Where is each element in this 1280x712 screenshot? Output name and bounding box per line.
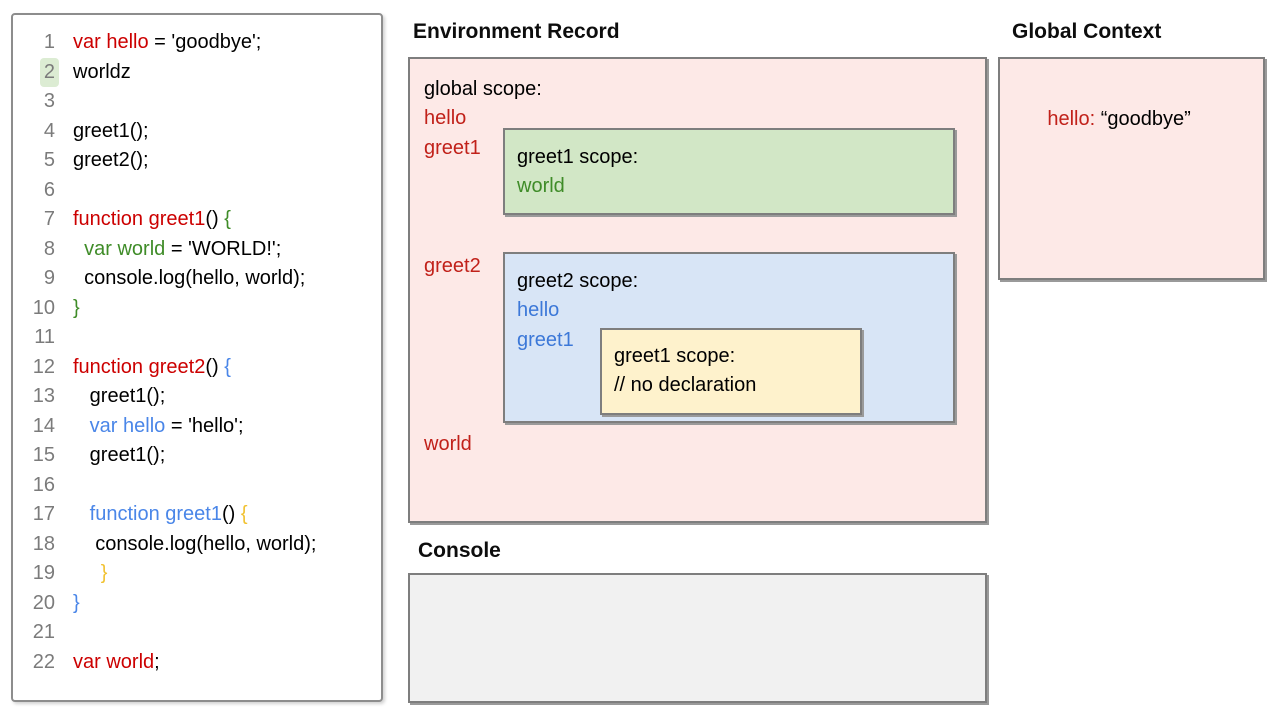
- global-binding-hello: hello: [424, 107, 467, 129]
- code-line: 2 worldz: [17, 57, 375, 87]
- inner-greet1-scope-box: greet1 scope: // no declaration: [600, 328, 862, 415]
- line-number: 8: [43, 237, 55, 260]
- code-line: 5 greet2();: [17, 146, 375, 176]
- code-line: 13 greet1();: [17, 382, 375, 412]
- line-number: 18: [32, 532, 55, 555]
- code-text: }: [100, 562, 108, 584]
- global-binding-world: world: [424, 433, 472, 455]
- code-editor-panel: 1 var hello = 'goodbye'; 2 worldz 3 4 greet1()…: [11, 13, 383, 702]
- code-line: 6: [17, 176, 375, 206]
- code-text: }: [73, 591, 80, 614]
- global-context-entry-value: “goodbye”: [1100, 107, 1191, 130]
- code-text: var world;: [73, 650, 160, 673]
- greet1-binding-world: world: [517, 175, 565, 197]
- code-line: 12 function greet2() {: [17, 353, 375, 383]
- code-line: 22 var world;: [17, 648, 375, 678]
- code-text: var hello = 'goodbye';: [73, 31, 262, 53]
- code-line: 10}: [17, 294, 375, 324]
- code-text: function greet1() {: [89, 503, 248, 525]
- line-number: 3: [43, 90, 55, 112]
- line-number: 15: [32, 444, 55, 466]
- global-scope-label: global scope:: [424, 78, 542, 100]
- code-text: }: [73, 296, 80, 319]
- code-lines: 1 var hello = 'goodbye'; 2 worldz 3 4 greet1()…: [17, 28, 375, 677]
- line-number: 21: [32, 621, 55, 643]
- line-number: 19: [32, 562, 55, 584]
- line-number: 14: [32, 414, 55, 437]
- code-text: greet1();: [73, 119, 149, 142]
- line-number-highlighted: 2: [17, 57, 59, 87]
- code-text: function greet2() {: [73, 355, 231, 378]
- code-line: 7 function greet1() {: [17, 205, 375, 235]
- console-output-box: [408, 573, 987, 703]
- line-number: 10: [32, 296, 55, 319]
- line-number: 20: [32, 591, 55, 614]
- code-line: 14 var hello = 'hello';: [17, 412, 375, 442]
- line-number: 13: [32, 385, 55, 407]
- global-context-entry-key: hello:: [1047, 107, 1096, 130]
- code-text: greet2();: [73, 149, 149, 171]
- line-number: 12: [32, 355, 55, 378]
- code-text: greet1();: [73, 444, 166, 466]
- code-text: console.log(hello, world);: [73, 532, 317, 555]
- global-binding-greet2: greet2: [424, 255, 481, 277]
- code-line: 3: [17, 87, 375, 117]
- line-number: 5: [43, 149, 55, 171]
- code-text: greet1();: [73, 385, 166, 407]
- line-number: 1: [43, 31, 55, 53]
- inner-greet1-scope-comment: // no declaration: [614, 374, 757, 396]
- environment-record-title: Environment Record: [413, 20, 620, 43]
- greet2-scope-box: greet2 scope: hello greet1 greet1 scope:…: [503, 252, 955, 423]
- global-context-title: Global Context: [1012, 20, 1162, 43]
- code-text: var hello = 'hello';: [89, 414, 244, 437]
- line-number: 9: [43, 267, 55, 289]
- greet2-binding-hello: hello: [517, 299, 560, 321]
- code-line: 9 console.log(hello, world);: [17, 264, 375, 294]
- console-title: Console: [418, 539, 501, 562]
- inner-greet1-scope-label: greet1 scope:: [614, 345, 736, 367]
- greet1-scope-box: greet1 scope: world: [503, 128, 955, 215]
- code-line: 17 function greet1() {: [17, 500, 375, 530]
- code-line: 20}: [17, 589, 375, 619]
- code-text: function greet1() {: [73, 208, 231, 230]
- global-binding-greet1: greet1: [424, 137, 481, 159]
- greet2-binding-greet1: greet1: [517, 329, 574, 351]
- global-context-entry: hello: “goodbye”: [1014, 75, 1191, 164]
- code-line: 11: [17, 323, 375, 353]
- environment-record-box: global scope: hello greet1 greet2 world …: [408, 57, 987, 523]
- greet1-scope-label: greet1 scope:: [517, 146, 639, 168]
- code-text: worldz: [73, 60, 131, 83]
- line-number: 16: [32, 473, 55, 496]
- global-context-box: hello: “goodbye”: [998, 57, 1265, 280]
- code-text: console.log(hello, world);: [73, 267, 306, 289]
- code-line: 16: [17, 471, 375, 501]
- greet2-scope-label: greet2 scope:: [517, 270, 639, 292]
- line-number: 11: [34, 326, 55, 348]
- code-line: 4 greet1();: [17, 117, 375, 147]
- code-line: 18 console.log(hello, world);: [17, 530, 375, 560]
- code-line: 19 }: [17, 559, 375, 589]
- line-number: 6: [43, 178, 55, 201]
- line-number: 7: [43, 208, 55, 230]
- code-line: 1 var hello = 'goodbye';: [17, 28, 375, 58]
- code-line: 15 greet1();: [17, 441, 375, 471]
- code-line: 8 var world = 'WORLD!';: [17, 235, 375, 265]
- code-text: var world = 'WORLD!';: [84, 237, 282, 260]
- line-number: 22: [32, 650, 55, 673]
- code-line: 21: [17, 618, 375, 648]
- line-number: 17: [32, 503, 55, 525]
- line-number: 4: [43, 119, 55, 142]
